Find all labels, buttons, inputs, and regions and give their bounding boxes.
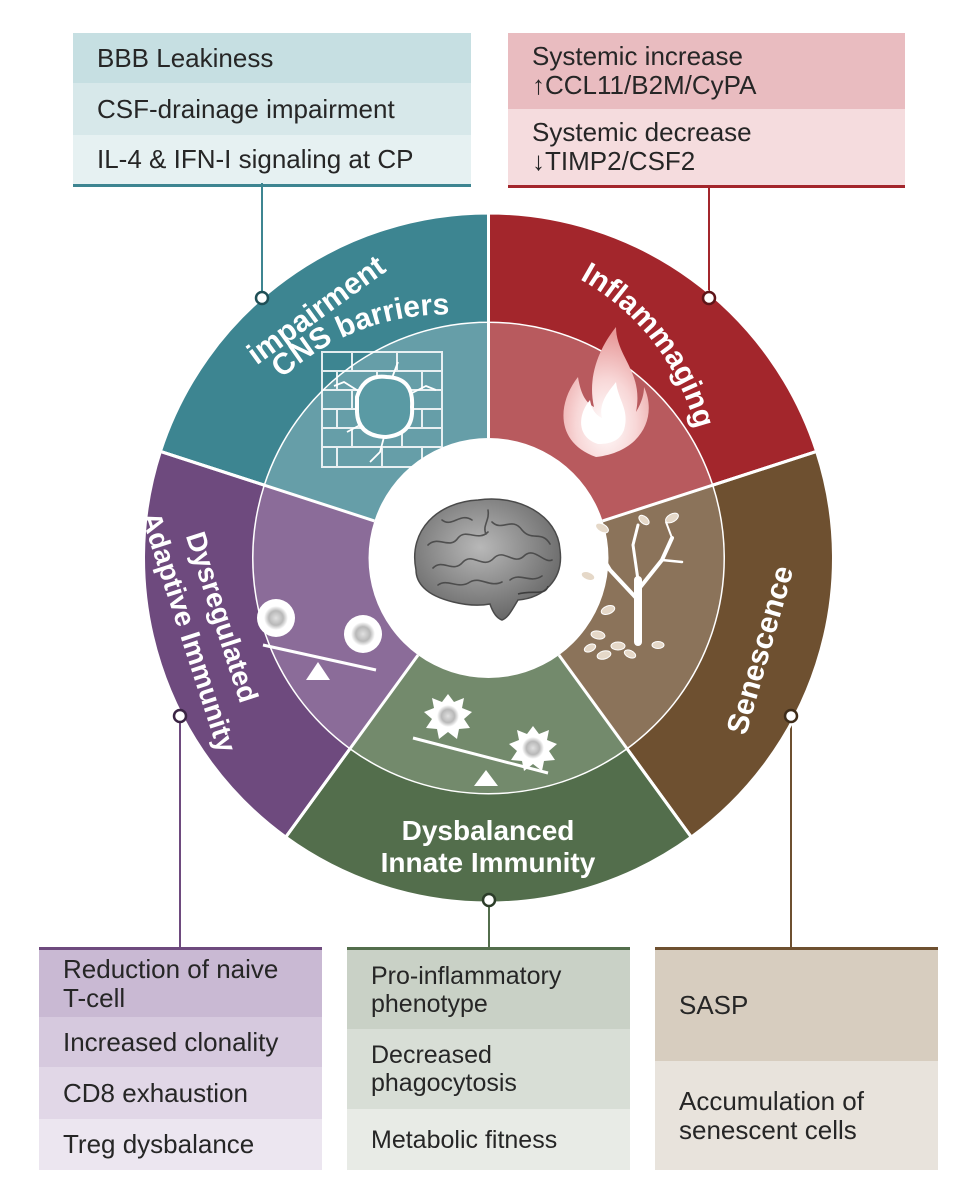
senescence-item-accumulation: Accumulation of senescent cells [655, 1061, 938, 1170]
connector-lines [179, 183, 792, 947]
innate-item-phagocytosis: Decreased phagocytosis [347, 1029, 630, 1109]
innate-details-box: Pro-inflammatory phenotype Decreased pha… [347, 947, 630, 1170]
segment-innate-inner [350, 655, 627, 793]
innate-item-metabolic-fitness: Metabolic fitness [347, 1109, 630, 1170]
flame-icon [563, 327, 649, 457]
imbalanced-myeloid-cells-scale-icon [412, 694, 557, 786]
outer-ring [142, 211, 835, 905]
adaptive-item-treg-dysbalance: Treg dysbalance [39, 1119, 322, 1170]
senescence-details-box: SASP Accumulation of senescent cells [655, 947, 938, 1170]
segment-dividers [159, 213, 818, 838]
cns-item-il4-ifn-signaling: IL-4 & IFN-I signaling at CP [73, 135, 471, 184]
connector-dots [172, 290, 799, 908]
innate-item-proinflammatory: Pro-inflammatory phenotype [347, 950, 630, 1029]
label-innate-line2: Innate Immunity [381, 847, 596, 878]
bare-tree-falling-leaves-icon [580, 512, 684, 660]
label-innate-line1: Dysbalanced [402, 815, 575, 846]
inflammaging-item-systemic-increase: Systemic increase ↑CCL11/B2M/CyPA [508, 33, 905, 109]
adaptive-item-cd8-exhaustion: CD8 exhaustion [39, 1067, 322, 1119]
segment-adaptive-inner [253, 485, 418, 749]
brain-icon [414, 498, 562, 621]
inflammaging-item-systemic-decrease: Systemic decrease ↓TIMP2/CSF2 [508, 109, 905, 185]
adaptive-details-box: Reduction of naive T-cell Increased clon… [39, 947, 322, 1170]
adaptive-item-naive-tcell: Reduction of naive T-cell [39, 950, 322, 1017]
cns-details-box: BBB Leakiness CSF-drainage impairment IL… [73, 33, 471, 187]
senescence-item-sasp: SASP [655, 950, 938, 1061]
adaptive-item-clonality: Increased clonality [39, 1017, 322, 1067]
cns-item-csf-drainage: CSF-drainage impairment [73, 83, 471, 135]
inflammaging-details-box: Systemic increase ↑CCL11/B2M/CyPA System… [508, 33, 905, 188]
cracked-brick-wall-icon [321, 351, 443, 468]
cns-item-bbb-leakiness: BBB Leakiness [73, 33, 471, 83]
imbalanced-lymphocytes-scale-icon [257, 599, 382, 680]
